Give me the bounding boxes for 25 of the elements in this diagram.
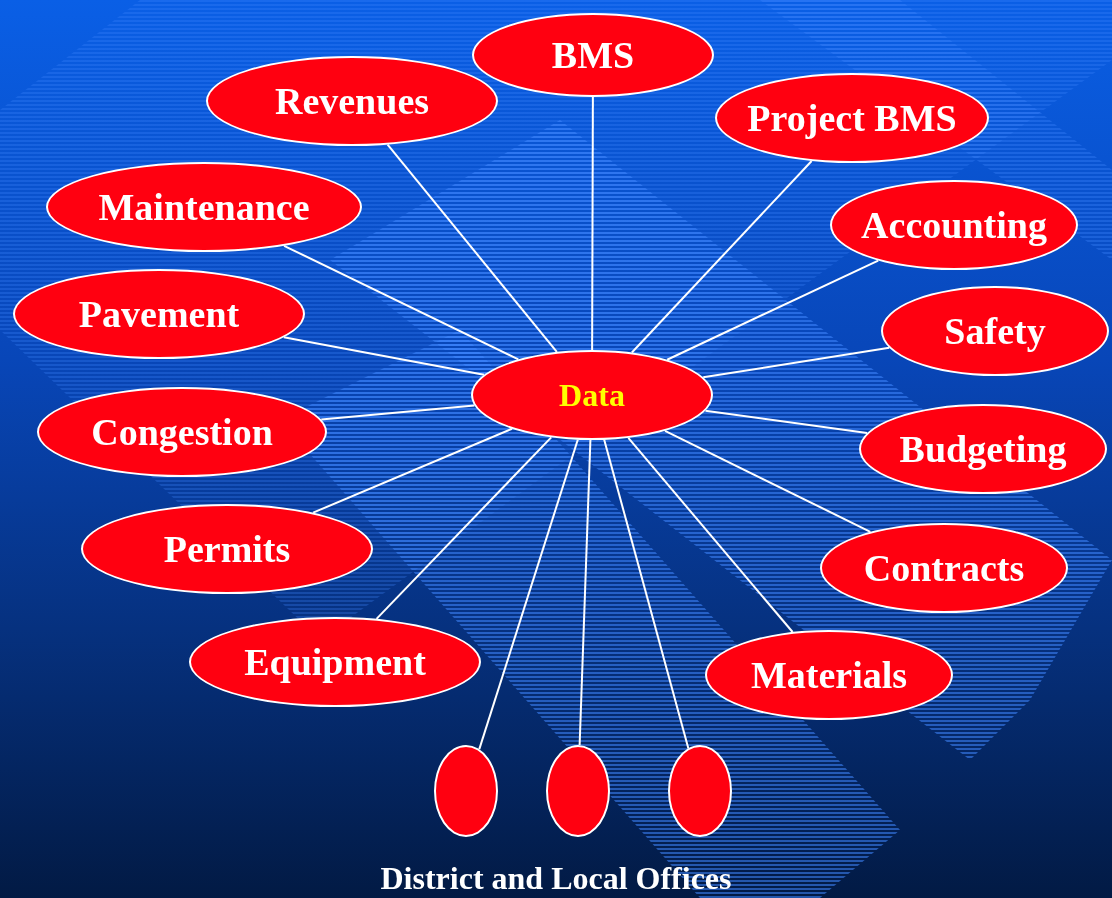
node-label: Revenues — [274, 79, 430, 123]
node-label: Maintenance — [98, 185, 310, 229]
node-label: Materials — [750, 653, 908, 697]
connector-line — [666, 259, 880, 361]
connector-line — [578, 439, 592, 747]
node-label: Project BMS — [747, 96, 957, 140]
caption-text: District and Local Offices — [380, 860, 732, 896]
node-label: Data — [559, 376, 625, 414]
connector-line — [702, 346, 891, 379]
node-label: Equipment — [244, 640, 426, 684]
node-label: Permits — [163, 527, 291, 571]
connector-line — [704, 409, 869, 434]
node-label: Safety — [944, 309, 1046, 353]
connector-line — [283, 244, 520, 361]
node-label: Congestion — [91, 410, 273, 454]
connector-line — [603, 438, 690, 750]
connector-line — [282, 336, 485, 376]
connector-line — [664, 429, 872, 533]
node-label: Pavement — [78, 292, 240, 336]
connector-line — [386, 143, 558, 353]
node-label: BMS — [551, 33, 635, 77]
connector-line — [591, 96, 594, 351]
node-label: Accounting — [861, 203, 1047, 247]
node-label: Budgeting — [899, 427, 1067, 471]
node-label: Contracts — [863, 546, 1025, 590]
